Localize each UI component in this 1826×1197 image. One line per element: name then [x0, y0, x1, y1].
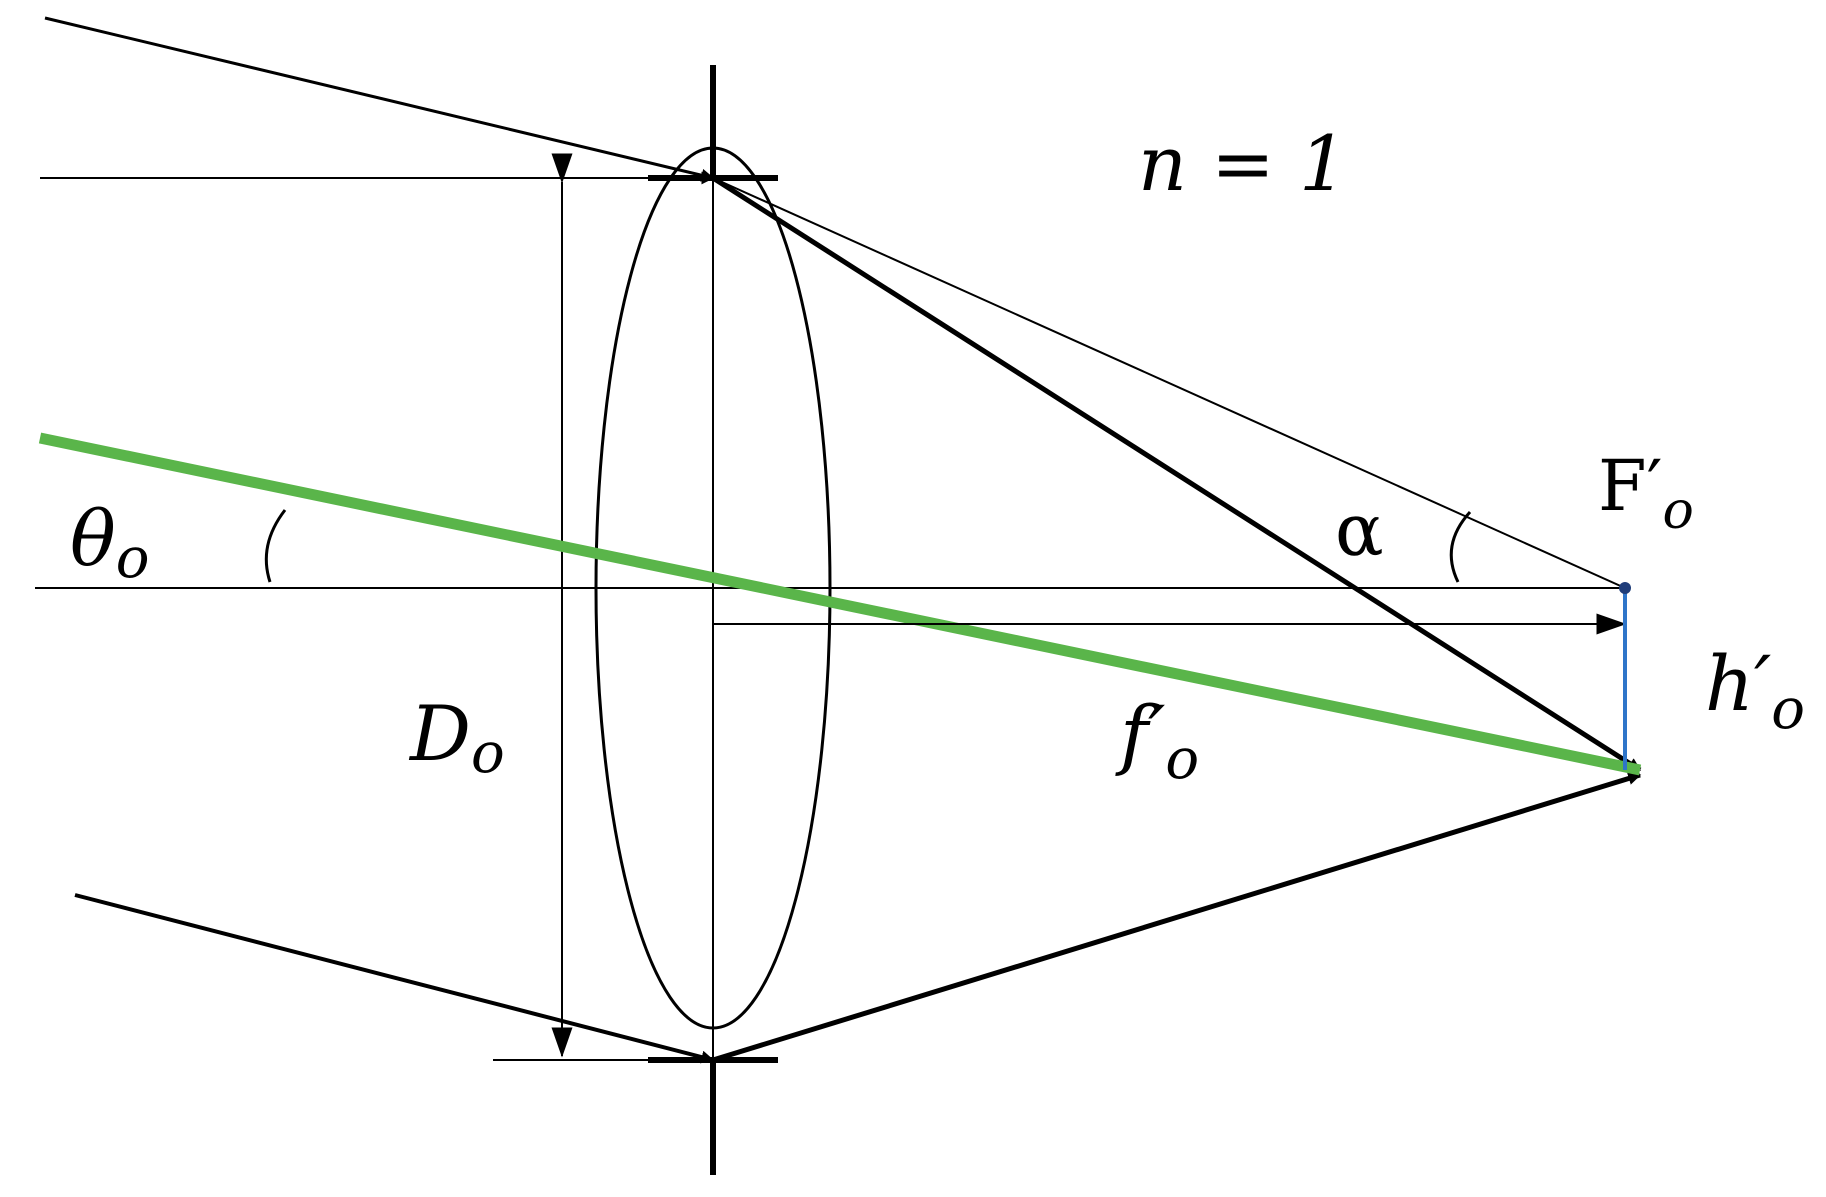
- alpha-angle-arc: [1449, 510, 1472, 583]
- focal-point-label: F′o: [1598, 445, 1694, 541]
- alpha-label: α: [1335, 488, 1384, 572]
- field-angle-label: θo: [70, 494, 149, 591]
- focal-length-label: f′o: [1115, 689, 1199, 792]
- incoming-ray-bottom: [74, 893, 715, 1064]
- chief-ray: [38, 432, 1642, 776]
- image-height-label: h′o: [1705, 639, 1805, 742]
- refracted-ray-to-focus: [712, 177, 1626, 589]
- medium-index-label: n = 1: [1138, 119, 1347, 208]
- refracted-ray-to-image-bottom: [712, 772, 1642, 1063]
- focal-point-dot: [1619, 582, 1631, 594]
- incoming-ray-top-oblique: [44, 16, 715, 182]
- refracted-ray-to-image-top: [711, 175, 1642, 773]
- aperture-label: Do: [408, 689, 505, 786]
- field-angle-arc: [264, 509, 287, 583]
